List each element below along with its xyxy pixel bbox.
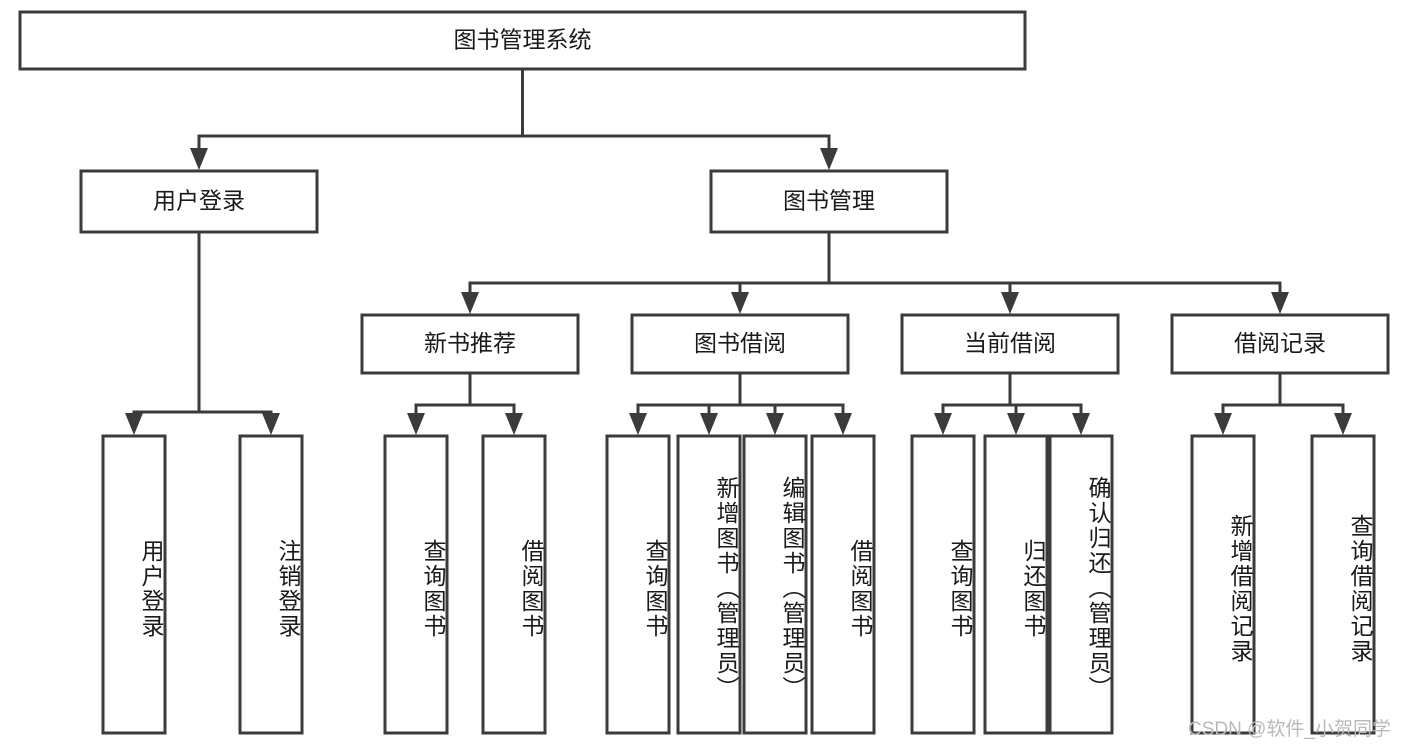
node-box-confirm-return-admin[interactable] (1048, 434, 1114, 735)
arrow-head-icon (190, 148, 208, 170)
node-label-current-borrow: 当前借阅 (964, 330, 1056, 356)
node-label-book-borrow: 图书借阅 (694, 330, 786, 356)
node-box-add-borrow-record[interactable] (1190, 434, 1256, 735)
node-box-user-login[interactable] (79, 169, 319, 234)
node-box-user-logout-leaf[interactable] (238, 434, 304, 735)
arrow-head-icon (820, 148, 838, 170)
arrow-head-icon (629, 413, 647, 435)
node-box-borrow-book-1[interactable] (481, 434, 547, 735)
node-box-add-book-admin[interactable] (676, 434, 742, 735)
boxes-layer (18, 10, 1390, 735)
node-box-return-book[interactable] (983, 434, 1049, 735)
connectors-layer (125, 67, 1352, 435)
arrow-head-icon (1001, 292, 1019, 314)
arrow-head-icon (766, 413, 784, 435)
arrow-head-icon (1334, 413, 1352, 435)
node-box-q-book-3[interactable] (910, 434, 976, 735)
arrow-head-icon (407, 413, 425, 435)
node-box-q-book-1[interactable] (383, 434, 449, 735)
arrow-head-icon (262, 413, 280, 435)
node-box-new-book-rec[interactable] (360, 313, 580, 375)
arrow-head-icon (1271, 292, 1289, 314)
node-label-user-login: 用户登录 (153, 188, 245, 214)
arrow-head-icon (125, 413, 143, 435)
node-box-q-book-2[interactable] (605, 434, 671, 735)
arrow-head-icon (834, 413, 852, 435)
arrow-head-icon (700, 413, 718, 435)
watermark-text: CSDN @软件_小贺同学 (1188, 719, 1391, 740)
arrow-head-icon (934, 413, 952, 435)
arrow-head-icon (1214, 413, 1232, 435)
arrow-head-icon (505, 413, 523, 435)
node-box-current-borrow[interactable] (900, 313, 1120, 375)
node-box-book-manage[interactable] (709, 169, 949, 234)
node-box-borrow-record[interactable] (1170, 313, 1390, 375)
arrow-head-icon (1072, 413, 1090, 435)
node-label-book-manage: 图书管理 (783, 188, 875, 214)
node-label-new-book-rec: 新书推荐 (424, 330, 516, 356)
node-box-borrow-book-2[interactable] (810, 434, 876, 735)
node-label-borrow-record: 借阅记录 (1234, 330, 1326, 356)
node-label-root: 图书管理系统 (454, 27, 592, 53)
node-box-query-borrow-record[interactable] (1310, 434, 1376, 735)
node-box-edit-book-admin[interactable] (742, 434, 808, 735)
arrow-head-icon (731, 292, 749, 314)
arrow-head-icon (461, 292, 479, 314)
node-box-user-login-leaf[interactable] (101, 434, 167, 735)
node-box-root[interactable] (18, 10, 1027, 71)
node-box-book-borrow[interactable] (630, 313, 850, 375)
arrow-head-icon (1007, 413, 1025, 435)
